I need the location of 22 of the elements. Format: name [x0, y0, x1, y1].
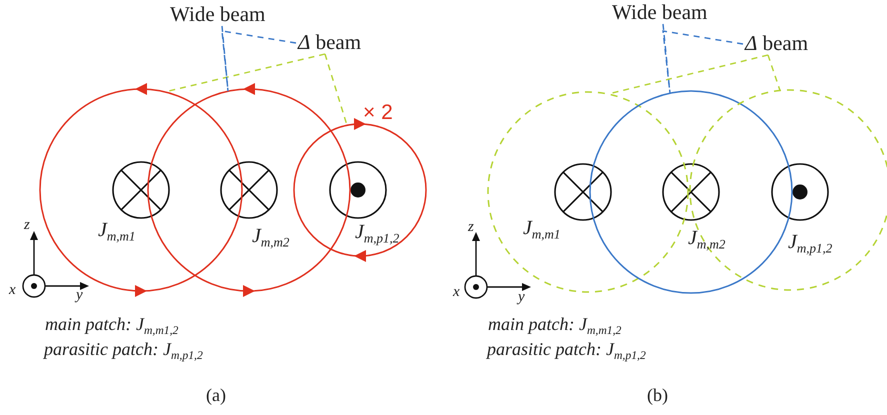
beam-label: Δ beam: [745, 33, 808, 54]
leader-line: [662, 24, 671, 94]
beam-label: Δ beam: [298, 32, 362, 53]
leader-line: [221, 30, 296, 92]
axis-label: z: [468, 220, 474, 235]
current-label: J$_{m,m2}$: [252, 226, 290, 246]
multiplier-label: × 2: [363, 102, 393, 123]
panel-label: (a): [206, 386, 226, 404]
axis-label: z: [24, 218, 30, 233]
leader-line: [662, 30, 744, 94]
axis-label: x: [9, 283, 16, 298]
panel-label: (b): [647, 386, 668, 404]
current-label: J$_{m,m1}$: [523, 218, 560, 238]
beam-label: Wide beam: [170, 4, 266, 25]
leader-line: [324, 54, 348, 126]
axis-label: y: [76, 288, 83, 303]
current-label: J$_{m,m2}$: [688, 228, 726, 248]
beam-label: Wide beam: [612, 2, 708, 23]
leader-line: [767, 54, 781, 91]
current-label: J$_{m,m1}$: [98, 220, 136, 240]
axis-label: y: [518, 290, 525, 305]
axis-label: x: [453, 285, 460, 300]
